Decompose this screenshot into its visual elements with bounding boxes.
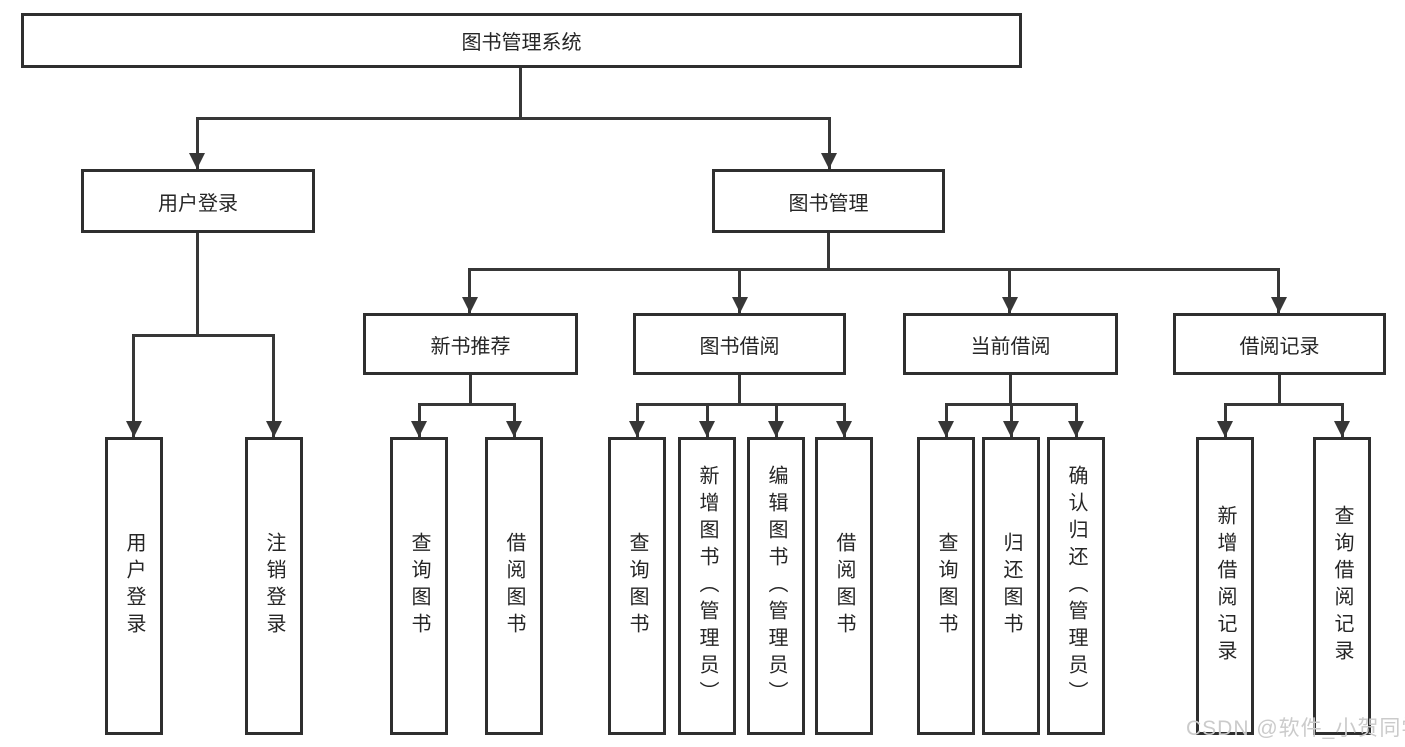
connector-line — [1009, 375, 1012, 406]
arrowhead-down-icon — [1217, 421, 1233, 437]
connector-line — [738, 375, 741, 406]
node-current-confirm-return-admin: 确认归还（管理员） — [1047, 437, 1105, 735]
node-borrowing-records: 借阅记录 — [1173, 313, 1386, 375]
connector-line — [636, 403, 639, 437]
arrowhead-down-icon — [506, 421, 522, 437]
connector-line — [827, 233, 830, 271]
node-label: 用户登录 — [123, 532, 145, 640]
node-label: 图书管理系统 — [461, 32, 582, 54]
arrowhead-down-icon — [1334, 421, 1350, 437]
connector-line — [468, 268, 471, 313]
node-label: 新增借阅记录 — [1214, 505, 1236, 667]
connector-line — [738, 268, 741, 313]
node-label: 归还图书 — [1000, 532, 1022, 640]
node-label: 用户登录 — [158, 192, 238, 215]
connector-line — [196, 117, 199, 169]
arrowhead-down-icon — [126, 421, 142, 437]
connector-line — [706, 403, 709, 437]
connector-line — [828, 117, 831, 169]
node-label: 编辑图书（管理员） — [765, 464, 787, 708]
node-recommend-borrow-books: 借阅图书 — [485, 437, 543, 735]
connector-line — [1075, 403, 1078, 437]
arrowhead-down-icon — [266, 421, 282, 437]
connector-line — [775, 403, 778, 437]
connector-line — [519, 68, 522, 118]
node-system-root: 图书管理系统 — [21, 13, 1022, 68]
connector-line — [132, 334, 275, 337]
node-book-management-branch: 图书管理 — [712, 169, 945, 233]
connector-line — [1341, 403, 1344, 437]
connector-line — [468, 268, 1279, 271]
node-label: 确认归还（管理员） — [1065, 464, 1087, 708]
node-borrowing-add-books-admin: 新增图书（管理员） — [678, 437, 736, 735]
node-current-return-books: 归还图书 — [982, 437, 1040, 735]
arrowhead-down-icon — [938, 421, 954, 437]
node-label: 查询图书 — [935, 532, 957, 640]
connector-line — [196, 117, 831, 120]
node-user-login-leaf: 用户登录 — [105, 437, 163, 735]
node-user-login-branch: 用户登录 — [81, 169, 315, 233]
arrowhead-down-icon — [821, 153, 837, 169]
node-label: 查询借阅记录 — [1331, 505, 1353, 667]
node-label: 注销登录 — [263, 532, 285, 640]
connector-line — [513, 403, 516, 437]
connector-line — [945, 403, 948, 437]
node-label: 查询图书 — [408, 532, 430, 640]
csdn-watermark: CSDN @软件_小贺同学 — [1186, 717, 1405, 740]
node-current-query-books: 查询图书 — [917, 437, 975, 735]
connector-line — [1277, 268, 1280, 313]
node-logout-leaf: 注销登录 — [245, 437, 303, 735]
arrowhead-down-icon — [699, 421, 715, 437]
connector-line — [1224, 403, 1343, 406]
arrowhead-down-icon — [462, 297, 478, 313]
node-borrowing-query-books: 查询图书 — [608, 437, 666, 735]
connector-line — [469, 375, 472, 406]
node-label: 当前借阅 — [970, 335, 1051, 358]
arrowhead-down-icon — [1002, 297, 1018, 313]
connector-line — [418, 403, 516, 406]
arrowhead-down-icon — [1003, 421, 1019, 437]
node-borrowing-borrow-books: 借阅图书 — [815, 437, 873, 735]
connector-line — [1278, 375, 1281, 406]
node-label: 借阅图书 — [833, 532, 855, 640]
node-current-borrowing: 当前借阅 — [903, 313, 1118, 375]
arrowhead-down-icon — [836, 421, 852, 437]
arrowhead-down-icon — [1271, 297, 1287, 313]
node-book-borrowing: 图书借阅 — [633, 313, 846, 375]
node-label: 查询图书 — [626, 532, 648, 640]
arrowhead-down-icon — [629, 421, 645, 437]
connector-line — [636, 403, 846, 406]
connector-line — [843, 403, 846, 437]
connector-line — [196, 233, 199, 335]
connector-line — [272, 334, 275, 437]
connector-line — [132, 334, 135, 437]
node-label: 新书推荐 — [430, 335, 511, 358]
node-label: 借阅图书 — [503, 532, 525, 640]
connector-line — [1008, 268, 1011, 313]
arrowhead-down-icon — [732, 297, 748, 313]
node-records-query-record: 查询借阅记录 — [1313, 437, 1371, 735]
arrowhead-down-icon — [189, 153, 205, 169]
connector-line — [1010, 403, 1013, 437]
connector-line — [418, 403, 421, 437]
arrowhead-down-icon — [1068, 421, 1084, 437]
node-recommend-query-books: 查询图书 — [390, 437, 448, 735]
connector-line — [1224, 403, 1227, 437]
node-label: 图书管理 — [788, 192, 869, 215]
arrowhead-down-icon — [411, 421, 427, 437]
arrowhead-down-icon — [768, 421, 784, 437]
node-borrowing-edit-books-admin: 编辑图书（管理员） — [747, 437, 805, 735]
node-label: 图书借阅 — [699, 335, 780, 358]
node-new-book-recommend: 新书推荐 — [363, 313, 578, 375]
node-label: 借阅记录 — [1239, 335, 1320, 358]
node-label: 新增图书（管理员） — [696, 464, 718, 708]
node-records-add-record: 新增借阅记录 — [1196, 437, 1254, 735]
